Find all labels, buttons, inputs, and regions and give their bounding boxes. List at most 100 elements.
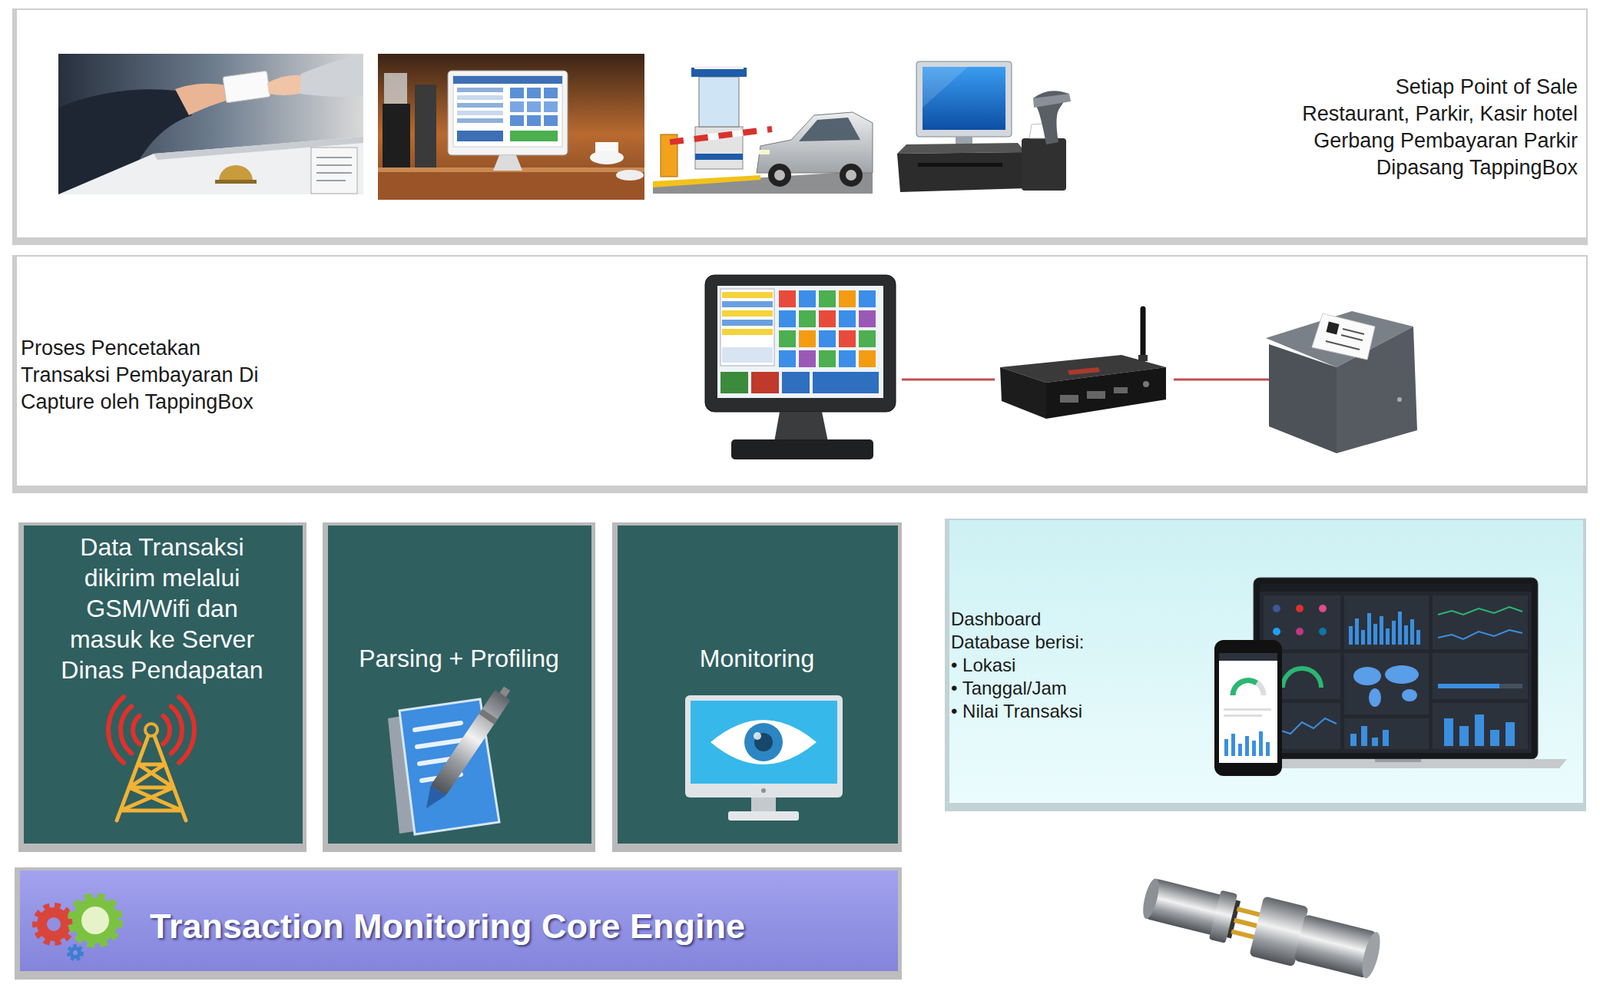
dashboard-laptop-part <box>1432 652 1528 699</box>
pos-computer-photo <box>897 61 1071 193</box>
cafe-photo-part-part <box>526 87 541 99</box>
dashboard-laptop-part <box>1397 611 1402 645</box>
dashboard-phone-part <box>1223 708 1272 711</box>
cafe-photo-part-part <box>457 87 504 93</box>
parking-gate-photo-part <box>774 169 786 181</box>
tappingbox-device-part <box>1140 308 1147 360</box>
dashboard-laptop-part <box>1444 718 1454 746</box>
dashboard-laptop-part <box>1361 725 1368 746</box>
parking-gate-photo <box>652 66 873 194</box>
pos-terminal-part <box>778 310 796 328</box>
panel-grounds-part <box>944 518 1587 812</box>
pos-terminal-part <box>722 291 773 299</box>
cafe-photo-part <box>377 70 645 200</box>
tappingbox-device <box>1000 308 1167 419</box>
pos-terminal-part <box>838 290 856 308</box>
gears-icon-part <box>81 906 110 935</box>
tappingbox-device-part <box>1000 367 1047 419</box>
pos-terminal-part <box>818 290 836 308</box>
dashboard-laptop-part <box>1272 627 1281 636</box>
text-group: Setiap Point of Sale Restaurant, Parkir,… <box>1291 73 1578 182</box>
pos-terminal-part <box>751 371 779 394</box>
dashboard-laptop-part <box>1318 604 1327 613</box>
panel-grounds-part <box>617 525 898 844</box>
monitor-eye-icon <box>685 695 843 821</box>
gears-icon-part <box>36 907 71 941</box>
dashboard-laptop-part <box>1344 718 1429 749</box>
cafe-photo-part-part <box>457 110 504 116</box>
dashboard-laptop-part <box>1367 612 1372 645</box>
dashboard-laptop-part <box>1259 583 1532 592</box>
panel-text: Proses Pencetakan Transaksi Pembayaran D… <box>20 334 286 416</box>
document-pen-icon-part-part <box>418 785 447 814</box>
pos-terminal-part <box>778 330 796 348</box>
panel-grounds <box>12 8 1588 980</box>
cafe-photo-part-part <box>457 102 504 108</box>
pos-terminal-part <box>838 350 856 368</box>
cafe-photo-part-part <box>616 169 644 181</box>
process-label: Data Transaksi dikirim melalui GSM/Wifi … <box>50 531 274 686</box>
monitor-eye-icon-part <box>753 732 762 740</box>
signal-tower-icon-part <box>145 723 158 736</box>
parking-gate-photo-part <box>839 163 863 187</box>
reception-photo-part-part <box>311 147 358 194</box>
panel-text: Setiap Point of Sale Restaurant, Parkir,… <box>1291 73 1578 182</box>
cafe-photo-part-part <box>453 76 563 147</box>
panel-grounds-part <box>949 520 1584 803</box>
dashboard-laptop-part <box>1235 758 1567 769</box>
dashboard-text: • Lokasi <box>950 653 1205 677</box>
pipe-connector-part <box>1233 917 1259 929</box>
tappingbox-device-part <box>1046 367 1167 419</box>
dashboard-phone-part <box>1219 652 1278 763</box>
cafe-photo-part-part <box>457 95 504 100</box>
dashboard-laptop-part <box>1374 758 1422 762</box>
dashboard-laptop-part <box>1432 702 1528 749</box>
monitor-eye-icon-part <box>754 732 773 752</box>
pos-terminal-part <box>722 301 773 308</box>
document-pen-icon-part-part <box>478 708 497 725</box>
panel-grounds-part <box>322 522 596 852</box>
panel-grounds-part <box>19 870 898 971</box>
reception-photo-part-part <box>58 136 364 195</box>
pipe-connector-part <box>1236 906 1263 918</box>
panel-grounds-part <box>18 522 307 852</box>
dashboard-phone-part <box>1232 680 1257 696</box>
monitor-eye-icon-part <box>685 695 843 798</box>
parking-gate-photo-part <box>669 129 772 143</box>
dashboard-laptop-part <box>1353 666 1382 686</box>
gears-icon-part <box>72 950 78 955</box>
dashboard-laptop-part <box>1379 616 1384 645</box>
dashboard-phone-part <box>1258 731 1263 756</box>
pos-terminal-part <box>781 371 810 394</box>
cafe-photo-part-part <box>493 155 523 171</box>
pos-terminal-part <box>720 288 775 366</box>
dashboard-laptop-part <box>1354 618 1359 645</box>
pos-terminal-part <box>858 310 876 328</box>
signal-tower-icon <box>108 696 195 821</box>
panel-grounds-part <box>23 525 303 844</box>
dashboard-laptop-part <box>1295 627 1304 636</box>
document-pen-icon-part-part <box>430 689 511 796</box>
dashboard-box: DashboardDatabase berisi:• Lokasi• Tangg… <box>944 518 1587 812</box>
pos-terminal-part <box>798 350 816 368</box>
process-label: Parsing + Profiling <box>330 642 588 674</box>
reception-photo-part-part <box>267 75 302 96</box>
panel-grounds-part <box>12 8 1588 246</box>
dashboard-laptop-part <box>1474 714 1485 746</box>
panel-grounds-part <box>16 9 1587 238</box>
process-label: Monitoring <box>619 642 895 674</box>
cafe-photo-part-part <box>377 170 645 200</box>
dashboard-laptop-part <box>1416 629 1421 645</box>
pos-terminal-part <box>798 330 816 348</box>
reception-photo <box>58 53 364 195</box>
pos-terminal-part <box>858 330 876 348</box>
pos-terminal-part <box>812 371 879 394</box>
monitor-eye-icon-part <box>710 719 817 765</box>
gears-icon-part <box>46 917 61 931</box>
wire-line-part <box>901 378 995 381</box>
pos-computer-photo-part <box>922 66 968 108</box>
dashboard-phone-part <box>1238 743 1243 756</box>
pos-terminal-part <box>778 350 796 368</box>
cafe-photo-part-part <box>382 103 411 169</box>
